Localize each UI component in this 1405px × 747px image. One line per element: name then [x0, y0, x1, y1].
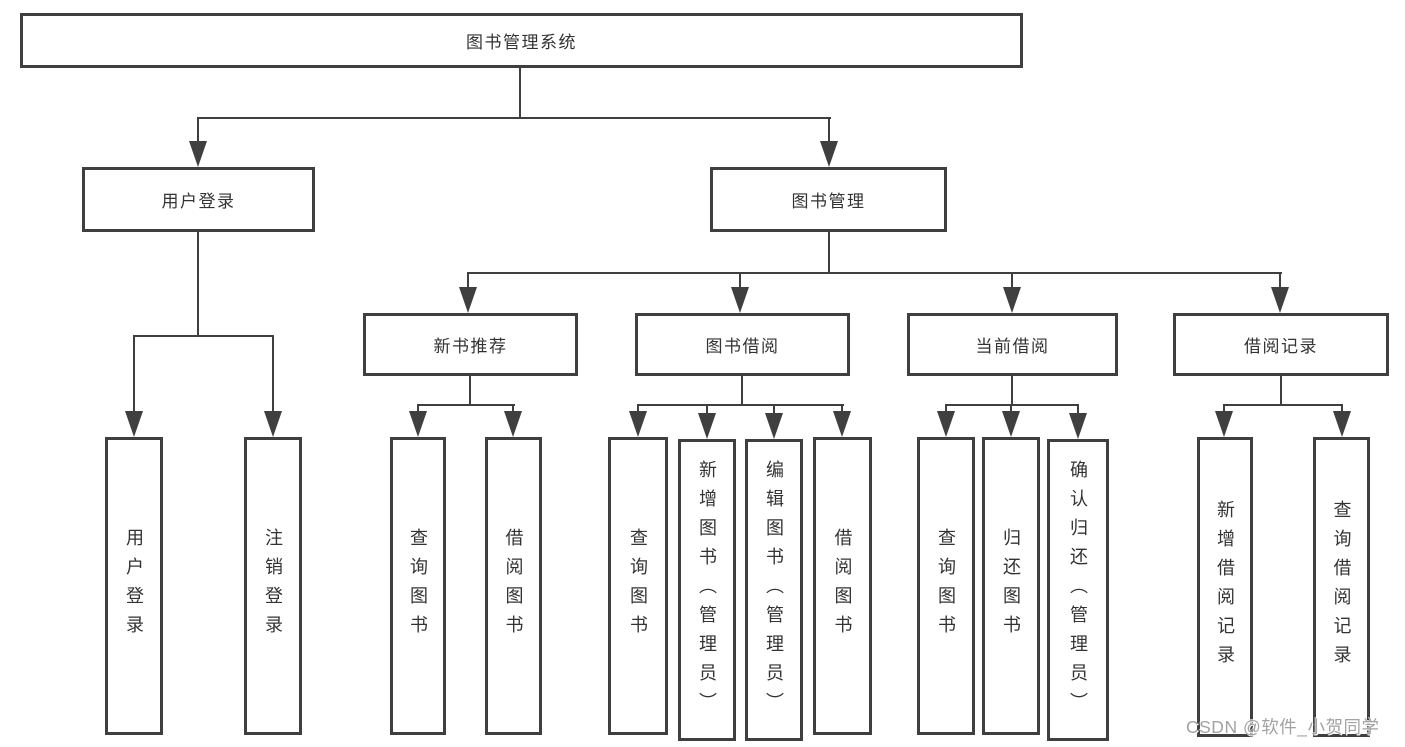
arrow-down-icon: [264, 411, 282, 437]
node-new-book-recommend: 新书推荐: [363, 313, 578, 376]
leaf-borrow-books-recommend: 借阅图书: [485, 437, 542, 735]
leaf-confirm-return-admin: 确认归还（管理员）: [1047, 439, 1109, 741]
node-library-management-system: 图书管理系统: [20, 13, 1023, 68]
connector-line: [637, 404, 844, 406]
connector-line: [197, 117, 199, 145]
connector-line: [945, 404, 947, 416]
arrow-down-icon: [937, 411, 955, 437]
connector-line: [1279, 272, 1281, 290]
arrow-down-icon: [1333, 411, 1351, 437]
leaf-return-books: 归还图书: [982, 437, 1040, 735]
connector-line: [417, 404, 515, 406]
arrow-down-icon: [1002, 411, 1020, 437]
csdn-watermark: CSDN @软件_小贺同学: [1186, 717, 1380, 737]
node-user-login: 用户登录: [82, 167, 315, 232]
leaf-add-books-admin: 新增图书（管理员）: [678, 439, 736, 741]
node-label: 查询图书: [408, 528, 428, 644]
leaf-query-books-current: 查询图书: [917, 437, 975, 735]
leaf-query-books-recommend: 查询图书: [390, 437, 446, 735]
connector-line: [637, 404, 639, 416]
connector-line: [741, 376, 743, 406]
node-label: 图书管理: [791, 192, 866, 211]
connector-line: [945, 404, 1079, 406]
connector-line: [841, 404, 843, 416]
connector-line: [512, 404, 514, 416]
node-label: 用户登录: [124, 528, 144, 644]
arrow-down-icon: [1271, 287, 1289, 313]
connector-line: [739, 272, 741, 290]
connector-line: [197, 117, 831, 119]
node-label: 借阅图书: [503, 528, 524, 644]
node-label: 图书管理系统: [466, 33, 577, 52]
node-label: 用户登录: [161, 192, 236, 211]
leaf-query-books-borrowing: 查询图书: [608, 437, 668, 735]
connector-line: [417, 404, 419, 416]
connector-line: [1280, 376, 1282, 406]
node-label: 归还图书: [1001, 528, 1021, 644]
node-label: 新增图书（管理员）: [697, 459, 717, 721]
connector-line: [1223, 404, 1343, 406]
connector-line: [1011, 376, 1013, 406]
connector-line: [1011, 272, 1013, 290]
leaf-user-login-action: 用户登录: [105, 437, 163, 735]
connector-line: [467, 272, 1282, 274]
node-label: 注销登录: [263, 528, 283, 644]
arrow-down-icon: [409, 411, 427, 437]
node-label: 新增借阅记录: [1215, 500, 1235, 674]
node-label: 借阅图书: [832, 528, 853, 644]
arrow-down-icon: [820, 141, 838, 167]
arrow-down-icon: [731, 287, 749, 313]
connector-line: [133, 335, 135, 415]
node-label: 当前借阅: [975, 337, 1050, 356]
leaf-borrow-books-borrowing: 借阅图书: [813, 437, 872, 735]
connector-line: [706, 404, 708, 416]
connector-line: [1223, 404, 1225, 416]
node-label: 确认归还（管理员）: [1068, 459, 1088, 721]
connector-line: [1010, 404, 1012, 416]
node-book-borrowing: 图书借阅: [635, 313, 850, 376]
node-label: 借阅记录: [1244, 337, 1318, 356]
node-label: 新书推荐: [433, 337, 508, 356]
arrow-down-icon: [504, 411, 522, 437]
arrow-down-icon: [459, 287, 477, 313]
arrow-down-icon: [629, 411, 647, 437]
arrow-down-icon: [833, 411, 851, 437]
connector-line: [1077, 404, 1079, 416]
leaf-add-borrowing-record: 新增借阅记录: [1197, 437, 1253, 737]
arrow-down-icon: [765, 413, 783, 439]
connector-line: [469, 376, 471, 406]
node-label: 查询借阅记录: [1331, 500, 1352, 674]
node-borrowing-records: 借阅记录: [1173, 313, 1389, 376]
node-label: 编辑图书（管理员）: [764, 459, 784, 721]
connector-line: [1341, 404, 1343, 416]
connector-line: [828, 232, 830, 274]
connector-line: [133, 335, 274, 337]
connector-line: [272, 335, 274, 415]
node-label: 查询图书: [936, 528, 956, 644]
leaf-query-borrowing-record: 查询借阅记录: [1313, 437, 1370, 737]
connector-line: [828, 117, 830, 145]
arrow-down-icon: [1069, 413, 1087, 439]
connector-line: [197, 232, 199, 337]
node-book-management: 图书管理: [710, 167, 947, 232]
arrow-down-icon: [1215, 411, 1233, 437]
node-label: 查询图书: [628, 528, 648, 644]
connector-line: [467, 272, 469, 290]
arrow-down-icon: [1003, 287, 1021, 313]
arrow-down-icon: [189, 141, 207, 167]
connector-line: [519, 68, 521, 119]
leaf-edit-books-admin: 编辑图书（管理员）: [745, 439, 803, 741]
arrow-down-icon: [125, 411, 143, 437]
arrow-down-icon: [698, 413, 716, 439]
node-current-borrowing: 当前借阅: [907, 313, 1118, 376]
leaf-logout-action: 注销登录: [244, 437, 302, 735]
node-label: 图书借阅: [705, 337, 780, 356]
connector-line: [773, 404, 775, 416]
